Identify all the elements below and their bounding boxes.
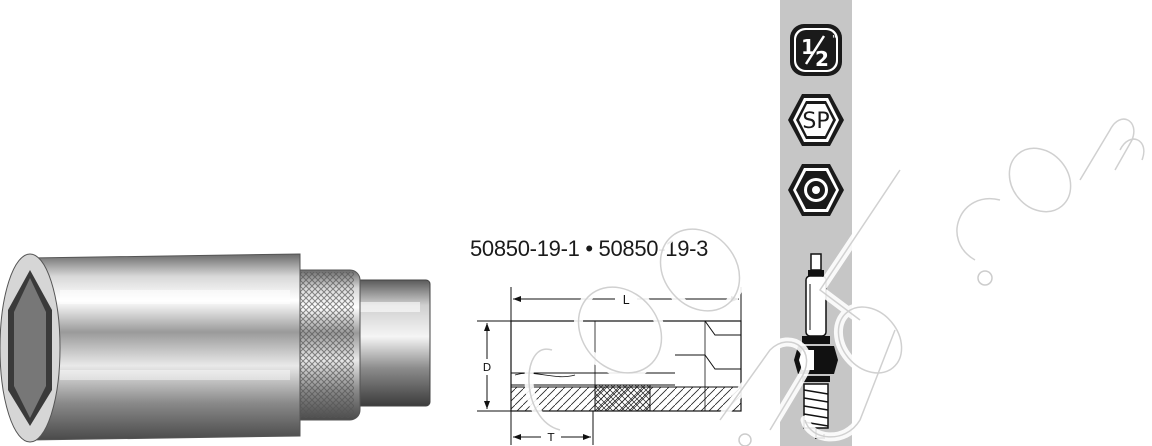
svg-text:": " <box>832 34 837 45</box>
half-inch-drive-icon: 1 2 " <box>790 24 842 76</box>
socket-photo <box>0 253 431 443</box>
depth-label: T <box>547 431 555 444</box>
dimension-drawing: L D T <box>477 287 742 445</box>
diameter-label: D <box>483 361 491 374</box>
svg-text:2: 2 <box>815 47 829 71</box>
svg-text:1: 1 <box>801 35 815 59</box>
spark-plug-sp-icon: SP <box>788 94 844 146</box>
hex-nut-icon <box>788 164 844 216</box>
part-number-title: 50850-19-1 • 50850-19-3 <box>470 236 709 261</box>
svg-text:SP: SP <box>802 109 829 134</box>
feature-sidebar: 1 2 " SP <box>780 0 852 446</box>
length-label: L <box>623 293 630 307</box>
spark-plug-icon <box>794 253 838 439</box>
